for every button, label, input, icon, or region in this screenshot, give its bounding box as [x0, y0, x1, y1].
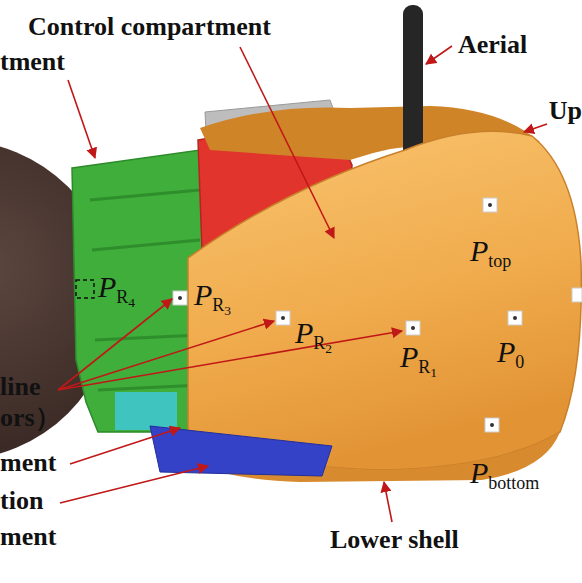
- point-label: PR3: [194, 280, 231, 318]
- point-label: PR2: [295, 318, 332, 356]
- part-name: Lower shell: [330, 527, 459, 553]
- part-name: ors）: [0, 405, 61, 431]
- compartment-ribs: [90, 190, 202, 390]
- point-label: PR1: [400, 342, 437, 380]
- sensor-markers: [173, 198, 582, 432]
- upper-shell: [188, 131, 581, 470]
- point-label: P0: [497, 337, 524, 371]
- green-compartment: [72, 150, 206, 432]
- part-name: ment: [0, 524, 56, 550]
- part-name: tion: [0, 488, 43, 514]
- hidden-marker: [76, 280, 94, 298]
- part-name: Up: [549, 98, 582, 124]
- part-name: ment: [0, 450, 56, 476]
- blue-compartment: [150, 426, 332, 476]
- point-label: PR4: [98, 272, 135, 310]
- part-name: tment: [0, 49, 65, 75]
- leader-arrows: [58, 46, 547, 522]
- part-name: Aerial: [458, 32, 527, 58]
- cyan-compartment: [115, 392, 177, 430]
- part-name: Control compartment: [28, 14, 271, 40]
- marker-dots: [178, 203, 517, 427]
- part-name: line: [0, 374, 40, 400]
- point-label: Ptop: [470, 236, 511, 270]
- point-label: Pbottom: [470, 458, 539, 492]
